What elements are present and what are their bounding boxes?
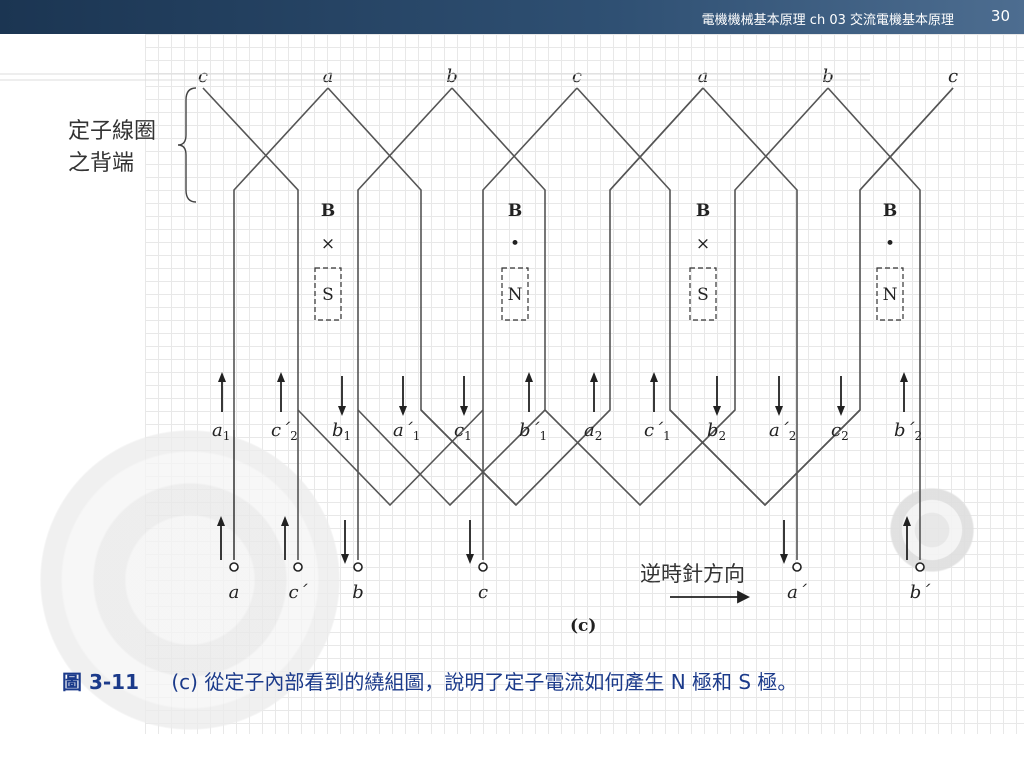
pole-letter: N <box>883 285 898 305</box>
top-phase-label: c <box>572 66 582 87</box>
current-arrow-up <box>525 372 533 412</box>
terminal-label: c´ <box>288 582 308 603</box>
terminal-label: b´ <box>910 582 932 603</box>
terminal-dot <box>478 562 488 572</box>
top-phase-label: b <box>822 66 834 87</box>
conductor-label: b2 <box>707 420 726 443</box>
current-arrow-up <box>218 372 226 412</box>
current-arrow-down <box>460 376 468 416</box>
terminals: a c´ b c a´ b´ <box>217 516 931 603</box>
terminal-dot <box>792 562 802 572</box>
pole-letter: N <box>508 285 523 305</box>
winding-wire <box>482 87 578 560</box>
terminal-arrow-down <box>466 520 474 564</box>
field-label: B <box>696 201 710 221</box>
terminal-label: c <box>478 582 488 603</box>
winding-wire <box>357 409 546 507</box>
pole-box <box>876 267 904 321</box>
winding-wire <box>357 87 453 560</box>
top-phase-label: c <box>198 66 208 87</box>
header-title: 電機機械基本原理 ch 03 交流電機基本原理 <box>701 13 954 28</box>
field-direction-symbol: × <box>696 234 710 254</box>
conductor-label: c´1 <box>644 420 671 443</box>
page-number: 30 <box>990 7 1010 25</box>
current-arrow-down <box>399 376 407 416</box>
field-direction-symbol: • <box>510 234 520 254</box>
stator-brace <box>177 87 197 203</box>
terminal-dot <box>229 562 239 572</box>
conductor-label: a´2 <box>769 420 796 443</box>
current-arrow-down <box>775 376 783 416</box>
stator-back-label: 定子線圈 之背端 <box>68 116 156 180</box>
terminal-arrow-up <box>281 516 289 560</box>
top-phase-label: b <box>446 66 458 87</box>
winding-wire <box>859 87 954 191</box>
conductor-label: b1 <box>332 420 351 443</box>
figure-caption: 圖 3-11 (c) 從定子內部看到的繞組圖，說明了定子電流如何產生 N 極和 … <box>62 666 797 695</box>
current-arrow-up <box>650 372 658 412</box>
winding-wire <box>202 87 299 560</box>
winding-wire <box>233 87 329 560</box>
conductor-label: a´1 <box>393 420 420 443</box>
top-phase-label: a <box>323 66 334 87</box>
pole-letter: S <box>322 285 334 305</box>
conductor-label: a2 <box>584 420 602 443</box>
figure-number: 圖 3-11 <box>62 670 140 694</box>
current-arrow-up <box>590 372 598 412</box>
stator-label-line1: 定子線圈 <box>68 119 157 144</box>
stator-label-line2: 之背端 <box>68 151 135 176</box>
conductor-label: b´1 <box>519 420 547 443</box>
pole-box <box>501 267 529 321</box>
winding-wire <box>827 87 921 560</box>
winding-wire <box>669 409 861 507</box>
terminal-arrow-up <box>217 516 225 560</box>
direction-arrow <box>670 590 751 604</box>
pole-box <box>689 267 717 321</box>
current-arrow-down <box>837 376 845 416</box>
pole-n: B • N <box>501 201 529 321</box>
header-bar: 電機機械基本原理 ch 03 交流電機基本原理 30 <box>0 0 1024 34</box>
terminal-dot <box>293 562 303 572</box>
pole-s: B × S <box>689 201 717 321</box>
terminal-arrow-down <box>780 520 788 564</box>
top-phase-label: c <box>948 66 958 87</box>
terminal-label: b <box>352 582 364 603</box>
terminal-label: a´ <box>787 582 808 603</box>
current-arrow-down <box>338 376 346 416</box>
pole-n: B • N <box>876 201 904 321</box>
gear-decoration-right <box>872 470 992 590</box>
winding-wire <box>451 87 829 507</box>
pole-s: B × S <box>314 201 342 321</box>
sub-figure-label: (c) <box>570 616 597 636</box>
pole-box <box>314 267 342 321</box>
caption-text: (c) 從定子內部看到的繞組圖，說明了定子電流如何產生 N 極和 S 極。 <box>171 670 798 694</box>
field-label: B <box>508 201 522 221</box>
gear-decoration-left <box>40 430 340 730</box>
field-direction-symbol: • <box>885 234 895 254</box>
terminal-dot <box>353 562 363 572</box>
terminal-arrow-down <box>341 520 349 564</box>
terminal-dot <box>915 562 925 572</box>
conductor-label: b´2 <box>894 420 922 443</box>
field-label: B <box>883 201 897 221</box>
pole-letter: S <box>697 285 709 305</box>
current-arrow-up <box>277 372 285 412</box>
terminal-label: a <box>229 582 240 603</box>
conductor-label: a1 <box>212 420 230 443</box>
winding-wire <box>702 87 798 560</box>
direction-label: 逆時針方向 <box>640 562 745 586</box>
poles: B × S B • N B × S B • N <box>314 201 904 321</box>
current-arrow-up <box>900 372 908 412</box>
field-direction-symbol: × <box>321 234 335 254</box>
winding-lines <box>202 87 954 560</box>
winding-wire <box>609 87 704 191</box>
winding-wire <box>420 409 517 506</box>
terminal-arrow-up <box>903 516 911 560</box>
current-arrow-down <box>713 376 721 416</box>
top-phase-label: a <box>698 66 709 87</box>
field-label: B <box>321 201 335 221</box>
conductor-label: c´2 <box>271 420 298 443</box>
